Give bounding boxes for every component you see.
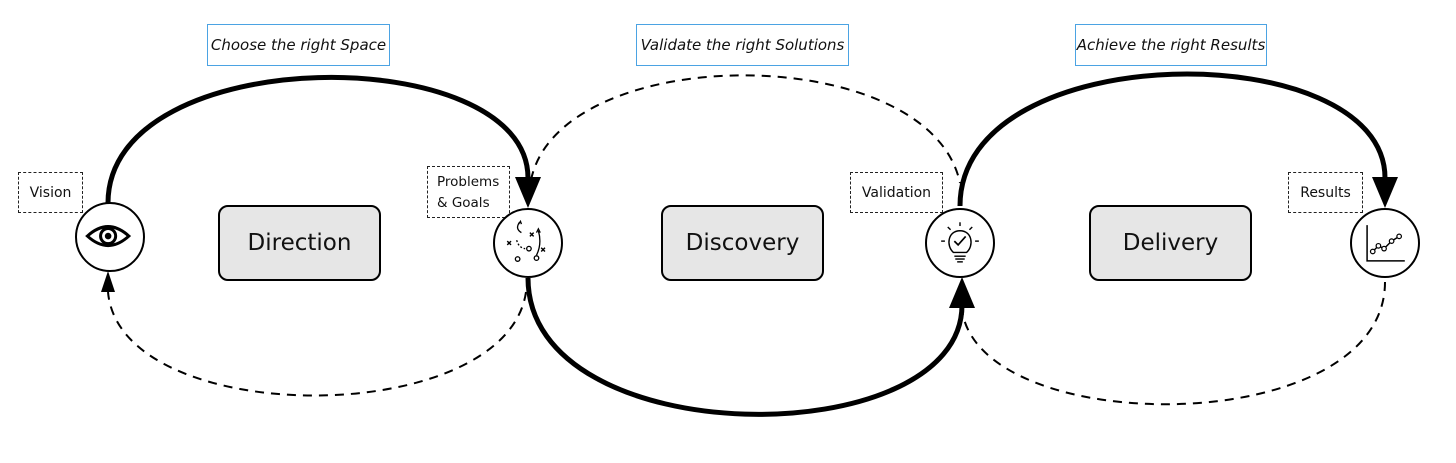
arrowhead-vision [101,271,115,292]
stage-discovery: Discovery [661,205,824,281]
line-chart-icon [1366,225,1405,262]
arrowhead-results [1372,177,1398,208]
dashed-arc-delivery [961,281,1386,406]
node-validation [925,208,995,278]
arrowhead-problems [515,177,541,208]
dashed-arc-discovery [530,74,961,184]
eye-icon [85,225,132,247]
note-problems-line2: & Goals [437,195,490,211]
note-vision: Vision [18,172,83,213]
node-problems-goals [493,208,563,278]
strategy-play-icon [506,219,546,262]
dashed-arc-direction [107,291,527,397]
solid-arc-direction [105,74,531,204]
phase-title-results: Achieve the right Results [1075,24,1267,66]
node-vision [75,202,145,272]
note-validation: Validation [850,172,943,213]
solid-arc-discovery [525,277,965,417]
arrowhead-validation [949,277,975,308]
stage-delivery: Delivery [1089,205,1252,281]
phase-title-space: Choose the right Space [207,24,390,66]
solid-arc-delivery [957,71,1388,207]
note-problems-goals: Problems & Goals [427,166,510,218]
stage-direction: Direction [218,205,381,281]
note-problems-line1: Problems [437,174,500,190]
node-results [1350,208,1420,278]
lightbulb-check-icon [941,222,979,263]
phase-title-solutions: Validate the right Solutions [636,24,849,66]
note-results: Results [1288,172,1363,213]
